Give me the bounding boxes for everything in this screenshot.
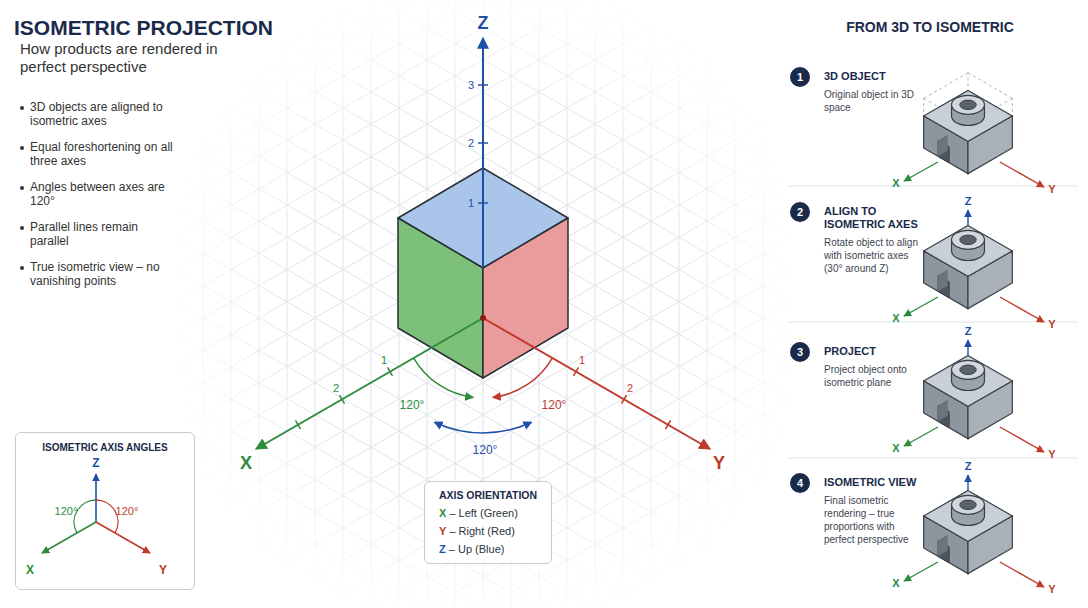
- tick-number: 2: [333, 382, 339, 395]
- panel-title: FROM 3D TO ISOMETRIC: [846, 19, 1014, 36]
- axis-key: Z – Up (Blue): [433, 543, 543, 555]
- axis-label: X: [240, 453, 252, 475]
- axis-label: Z: [965, 460, 972, 473]
- axis-label: X: [892, 442, 899, 455]
- panel-ground: [15, 432, 195, 590]
- axis-label: Y: [159, 563, 167, 577]
- part-model: [904, 340, 1044, 452]
- bullet-note: 3D objects are aligned to isometric axes: [30, 100, 180, 129]
- panel-heading: AXIS ORIENTATION: [433, 489, 543, 501]
- panel-heading: PROJECT: [824, 342, 920, 358]
- origin-dot: [480, 315, 486, 321]
- axis-label: X: [892, 312, 899, 325]
- tick-number: 2: [468, 137, 474, 150]
- axis-label: Z: [965, 325, 972, 338]
- body-text: Project object onto isometric plane: [824, 363, 920, 389]
- orientation-box: AXIS ORIENTATION X – Left (Green) Y – Righ…: [424, 481, 552, 564]
- axis-label: Y: [1048, 583, 1055, 596]
- step-number-circle: 3: [790, 342, 810, 362]
- main-axes: [256, 38, 710, 449]
- step-divider: [788, 458, 1078, 459]
- axis-label: Z: [92, 456, 99, 470]
- step-panel: ISOMETRIC VIEW Final isometric rendering …: [790, 473, 920, 546]
- tick-number: 1: [468, 197, 474, 210]
- tick-number: 1: [381, 354, 387, 367]
- tick-number: 3: [468, 79, 474, 92]
- angle-label: 120°: [473, 443, 498, 457]
- axis-label: Y: [1048, 318, 1055, 331]
- isometric-grid: [180, 0, 790, 608]
- title: ISOMETRIC PROJECTION: [14, 16, 273, 40]
- angle-label: 120°: [542, 398, 567, 412]
- angles-panel: ISOMETRIC AXIS ANGLES: [15, 432, 195, 590]
- bullet-note: Angles between axes are 120°: [30, 180, 180, 209]
- angle-label: 120°: [116, 505, 139, 518]
- tick-number: 1: [579, 354, 585, 367]
- body-text: Rotate object to align with isometric ax…: [824, 236, 920, 275]
- panel-heading: ALIGN TO ISOMETRIC AXES: [824, 202, 920, 231]
- step-divider: [788, 322, 1078, 323]
- panel-heading: ISOMETRIC VIEW: [824, 473, 920, 489]
- angle-label: 120°: [400, 398, 425, 412]
- body-text: Original object in 3D space: [824, 88, 920, 114]
- axis-label: Z: [478, 13, 489, 35]
- step-number: 1: [797, 72, 803, 83]
- tick-number: 2: [627, 382, 633, 395]
- axis-label: Z: [965, 195, 972, 208]
- step-number: 4: [797, 478, 803, 489]
- part-model: [904, 73, 1044, 187]
- step-panel: 3D OBJECT Original object in 3D space 1: [790, 67, 920, 114]
- axis-label: Y: [1048, 183, 1055, 196]
- axis-label: Y: [1048, 448, 1055, 461]
- subtitle: How products are rendered in perfect per…: [20, 40, 220, 76]
- step-divider: [788, 186, 1078, 187]
- body-text: Final isometric rendering – true proport…: [824, 494, 920, 546]
- step-number-circle: 2: [790, 202, 810, 222]
- step-panel: PROJECT Project object onto isometric pla…: [790, 342, 920, 389]
- bullet-note: Equal foreshortening on all three axes: [30, 140, 180, 169]
- angle-label: 120°: [55, 505, 78, 518]
- axis-label: X: [26, 563, 34, 577]
- axis-key: X – Left (Green): [433, 507, 543, 519]
- step-number-circle: 1: [790, 67, 810, 87]
- axis-label: X: [892, 577, 899, 590]
- bullet-note: Parallel lines remain parallel: [30, 220, 180, 249]
- axis-label: X: [892, 177, 899, 190]
- step-number: 3: [797, 347, 803, 358]
- step-number-circle: 4: [790, 473, 810, 493]
- step-number: 2: [797, 207, 803, 218]
- step-panel: ALIGN TO ISOMETRIC AXES Rotate object to …: [790, 202, 920, 275]
- part-model: [904, 210, 1044, 322]
- bullet-note: True isometric view – no vanishing point…: [30, 260, 180, 289]
- inset-axes: [42, 474, 150, 553]
- panel-heading: 3D OBJECT: [824, 67, 920, 83]
- axis-label: Y: [713, 453, 725, 475]
- axis-key: Y – Right (Red): [433, 525, 543, 537]
- panel-heading: ISOMETRIC AXIS ANGLES: [16, 433, 194, 453]
- part-model: [904, 475, 1044, 587]
